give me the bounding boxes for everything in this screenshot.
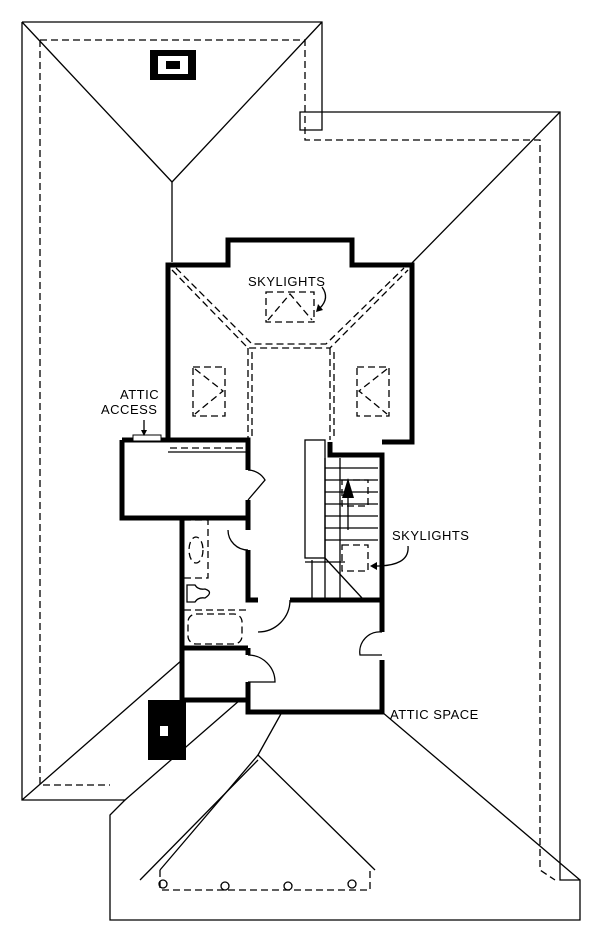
- ceiling-lines: [171, 267, 409, 440]
- arrow-icon: [316, 304, 323, 312]
- leader-line: [319, 286, 327, 309]
- arrow-icon: [141, 430, 147, 436]
- toilet-icon: [186, 584, 211, 603]
- roof-vents: [158, 879, 357, 891]
- roof-hip-lines: [21, 21, 581, 891]
- skylight-right: [356, 366, 390, 417]
- walls: [119, 237, 415, 715]
- bathtub-icon: [187, 613, 243, 645]
- label-skylights-top: SKYLIGHTS: [248, 274, 325, 289]
- stair-up-arrow-icon: [342, 478, 354, 498]
- label-attic-space: ATTIC SPACE: [390, 707, 479, 722]
- skylight-left: [192, 366, 226, 417]
- chimney-bottom: [148, 700, 186, 760]
- sink-icon: [188, 536, 204, 564]
- label-attic: ATTIC: [120, 387, 159, 402]
- chimney-top: [150, 50, 196, 80]
- label-access: ACCESS: [101, 402, 157, 417]
- staircase: [304, 439, 378, 600]
- attic-access-hatch: [132, 420, 162, 442]
- leader-line: [371, 545, 409, 567]
- doors: [227, 469, 383, 683]
- arrow-icon: [370, 562, 377, 570]
- roof-outline: [21, 21, 581, 921]
- skylight-top: [265, 291, 315, 323]
- bathroom-fixtures: [184, 519, 246, 645]
- label-skylights-right: SKYLIGHTS: [392, 528, 469, 543]
